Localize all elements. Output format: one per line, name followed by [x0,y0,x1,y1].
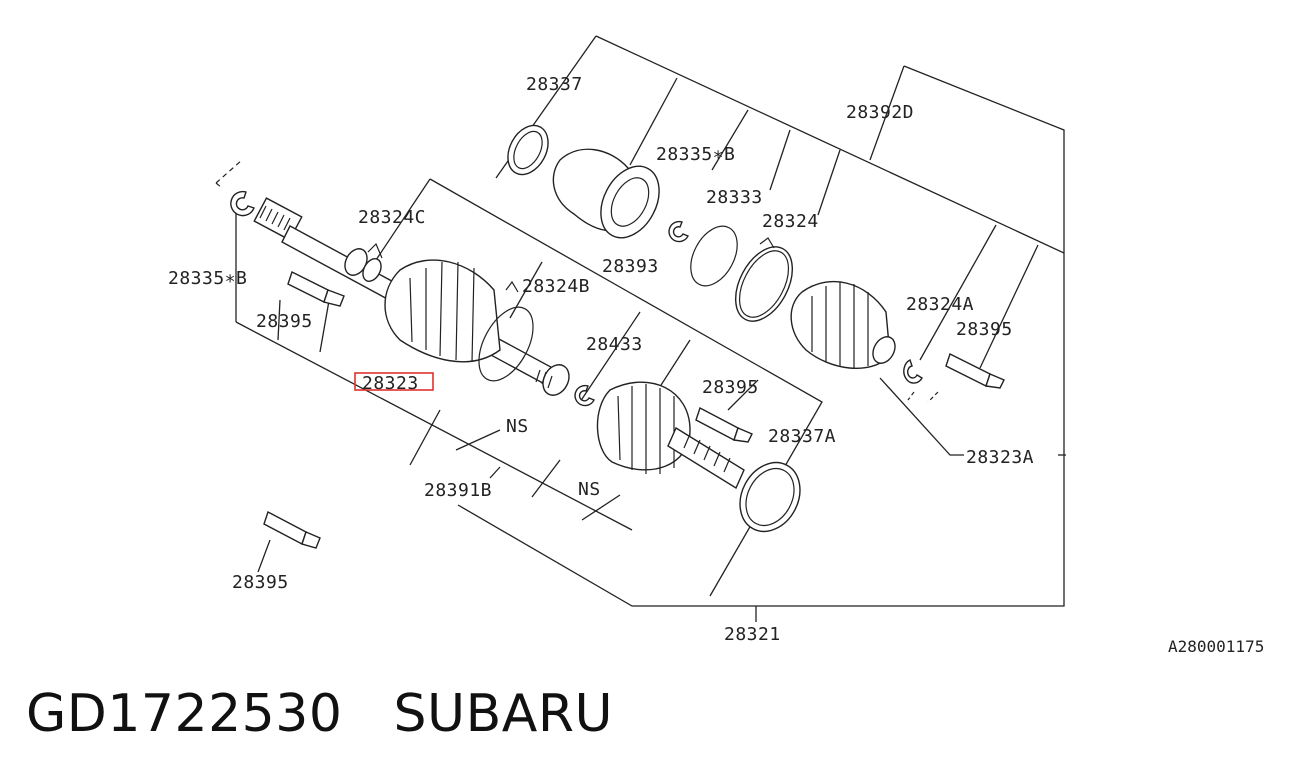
label-28337: 28337 [526,74,583,95]
reference-code: A280001175 [1168,637,1264,656]
label-28323: 28323 [362,373,419,394]
label-28433: 28433 [586,334,643,355]
label-28392d: 28392D [846,102,914,123]
part-labels: 28337 28392D 28335∗B 28333 28324 28324C … [168,74,1264,656]
label-28321: 28321 [724,624,781,645]
label-ns-1: NS [506,416,529,437]
parts-diagram: 28337 28392D 28335∗B 28333 28324 28324C … [168,35,1264,656]
label-ns-2: NS [578,479,601,500]
frame-lines [235,35,1066,622]
label-28395-mid: 28395 [702,377,759,398]
label-28324: 28324 [762,211,819,232]
label-28391b: 28391B [424,480,492,501]
part-caption: GD1722530 SUBARU [26,684,614,744]
label-28395-right: 28395 [956,319,1013,340]
label-28335b-top: 28335∗B [656,144,735,165]
label-28324c: 28324C [358,207,426,228]
label-28324b: 28324B [522,276,590,297]
label-28333: 28333 [706,187,763,208]
label-28395-left: 28395 [256,311,313,332]
highlight-box [354,372,434,391]
drive-shaft-assembly [215,124,1005,549]
label-28323a: 28323A [966,447,1034,468]
label-28335b-left: 28335∗B [168,268,247,289]
label-28393: 28393 [602,256,659,277]
label-28395-bottom: 28395 [232,572,289,593]
label-28337a: 28337A [768,426,836,447]
label-28324a: 28324A [906,294,974,315]
